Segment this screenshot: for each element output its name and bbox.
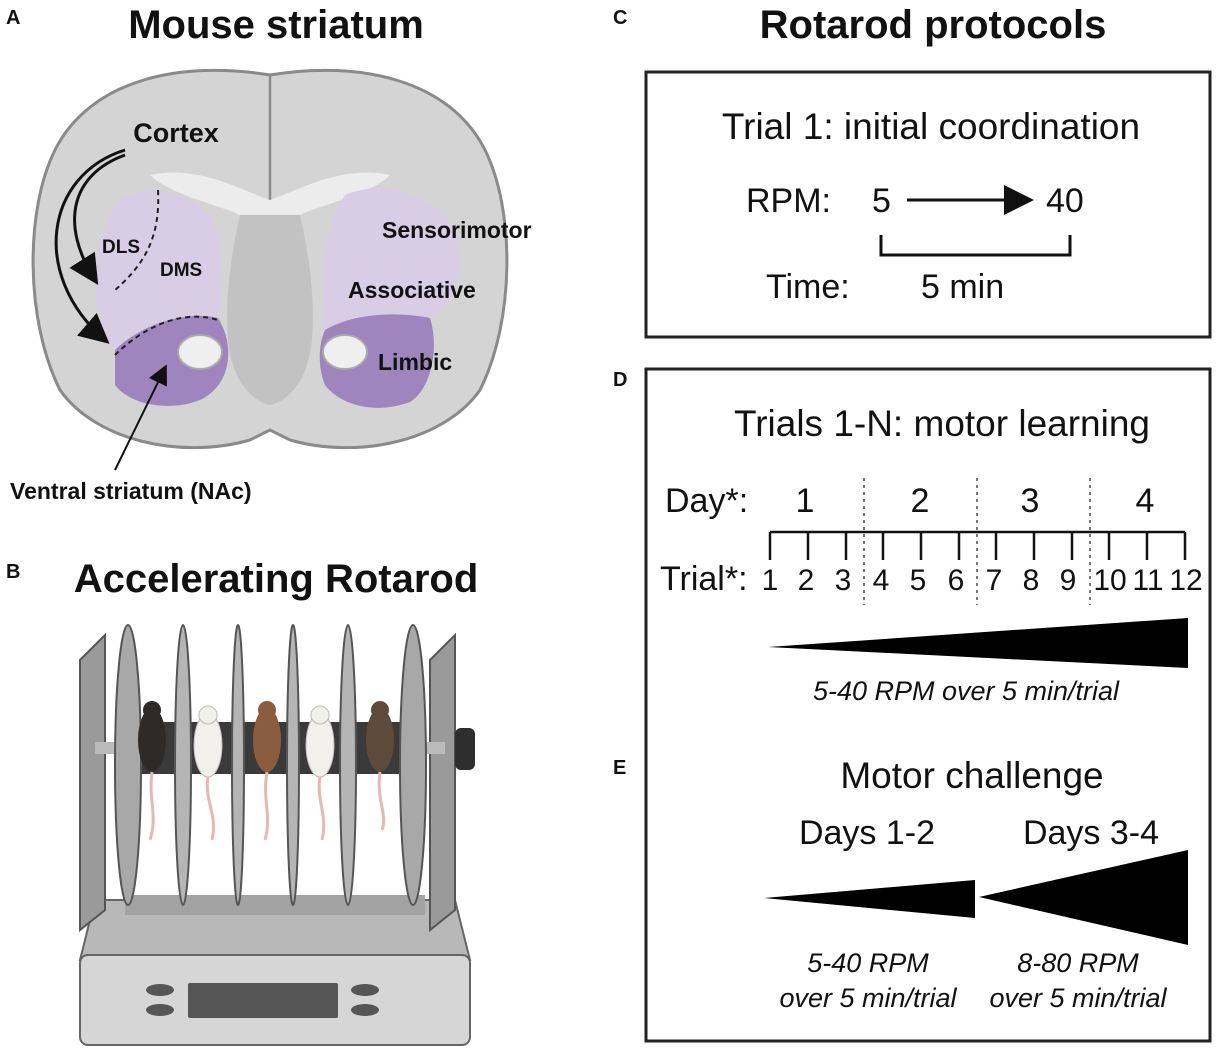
left-caption-line-1: 5-40 RPM: [807, 948, 929, 978]
cortex-arrow-ventral: [54, 148, 126, 344]
panel-de-box: [644, 367, 1212, 1043]
trial-7: 7: [986, 564, 1003, 597]
trial-4: 4: [873, 564, 890, 597]
time-value: 5 min: [921, 268, 1004, 306]
septum: [227, 215, 313, 405]
mouse-5: [366, 701, 394, 831]
ventral-striatum-label: Ventral striatum (NAc): [10, 478, 252, 504]
day-label: Day*:: [665, 482, 748, 520]
divider-1: [114, 624, 142, 906]
day-3: 3: [1021, 482, 1040, 520]
rotarod-machine: [78, 624, 475, 1046]
panel-d: D Trials 1-N: motor learning Day*: 1 2 3…: [613, 369, 1203, 706]
right-striatum-dorsal: [322, 188, 459, 335]
rpm-end: 40: [1046, 182, 1084, 220]
brain-section: [31, 68, 509, 471]
trial-numbers: 1 2 3 4 5 6 7 8 9 10 11 12: [762, 564, 1203, 597]
mouse-4: [305, 705, 335, 841]
right-caption-line-1: 8-80 RPM: [1017, 948, 1139, 978]
divider-2: [174, 624, 192, 906]
day-4: 4: [1136, 482, 1155, 520]
time-label: Time:: [766, 268, 850, 306]
panel-d-letter: D: [613, 369, 627, 391]
dls-label: DLS: [102, 237, 140, 258]
panel-e-heading: Motor challenge: [840, 755, 1103, 796]
panel-c-heading: Trial 1: initial coordination: [722, 106, 1140, 147]
acceleration-wedge: [768, 618, 1188, 668]
day-1: 1: [796, 482, 815, 520]
panel-a-letter: A: [6, 7, 20, 29]
trial-6: 6: [948, 564, 965, 597]
trial-11: 11: [1132, 564, 1163, 597]
panel-e: E Motor challenge Days 1-2 Days 3-4 5-40…: [613, 755, 1188, 1013]
panel-c: C Rotarod protocols Trial 1: initial coo…: [613, 3, 1212, 339]
panel-a: A Mouse striatum: [6, 3, 532, 504]
mouse-3: [253, 701, 281, 841]
trial-2: 2: [798, 564, 815, 597]
right-caption-line-2: over 5 min/trial: [989, 983, 1167, 1013]
divider-6: [399, 624, 427, 906]
trial-8: 8: [1023, 564, 1040, 597]
panel-c-title: Rotarod protocols: [760, 3, 1107, 47]
panel-d-caption: 5-40 RPM over 5 min/trial: [813, 676, 1120, 706]
trial-1: 1: [762, 564, 779, 597]
left-striatum-dorsal: [95, 190, 223, 350]
left-wall: [79, 632, 106, 933]
dorsal-ventral-border: [114, 315, 219, 356]
sensorimotor-label: Sensorimotor: [382, 217, 532, 243]
console-button-1: [146, 984, 174, 996]
panel-a-title: Mouse striatum: [128, 3, 424, 47]
trial-10: 10: [1093, 564, 1126, 597]
corpus-callosum: [150, 172, 390, 220]
right-anterior-commissure: [322, 334, 368, 370]
trial-3: 3: [835, 564, 852, 597]
divider-4: [286, 624, 300, 906]
divider-3: [231, 624, 245, 906]
dls-dms-border: [114, 189, 160, 291]
time-bracket: [879, 235, 1072, 257]
days-3-4-label: Days 3-4: [1023, 814, 1159, 852]
trial-ticks: [768, 532, 1187, 560]
left-caption-line-2: over 5 min/trial: [779, 983, 957, 1013]
panel-d-heading: Trials 1-N: motor learning: [734, 403, 1150, 444]
days-1-2-label: Days 1-2: [799, 814, 935, 852]
right-wall: [429, 632, 456, 933]
limbic-label: Limbic: [378, 349, 452, 375]
rpm-start: 5: [872, 182, 891, 220]
mouse-2: [193, 705, 223, 841]
trial-9: 9: [1060, 564, 1077, 597]
lane-floors: [125, 895, 425, 915]
cortex-label: Cortex: [133, 118, 219, 148]
rod-motor: [455, 728, 475, 770]
trial-5: 5: [910, 564, 927, 597]
panel-c-letter: C: [613, 7, 627, 29]
left-anterior-commissure: [177, 334, 223, 370]
trial-12: 12: [1169, 564, 1202, 597]
nac-arrow: [114, 364, 167, 471]
panel-b: B Accelerating Rotarod: [6, 557, 479, 1046]
panel-b-title: Accelerating Rotarod: [74, 557, 479, 601]
console-button-2: [146, 1004, 174, 1016]
console-button-4: [351, 1004, 379, 1016]
trial-label: Trial*:: [660, 560, 748, 598]
machine-display: [188, 983, 338, 1018]
day-2: 2: [911, 482, 930, 520]
panel-c-box: [644, 70, 1212, 339]
rpm-label: RPM:: [746, 182, 831, 220]
console-button-3: [351, 984, 379, 996]
panel-e-letter: E: [613, 757, 626, 779]
associative-label: Associative: [348, 277, 476, 303]
challenge-wedge-1: [764, 880, 975, 918]
challenge-wedge-2: [979, 850, 1188, 945]
divider-5: [339, 624, 357, 906]
dms-label: DMS: [160, 260, 202, 281]
panel-b-letter: B: [6, 561, 20, 583]
mouse-1: [138, 701, 166, 841]
cortex-arrow-dls: [69, 153, 126, 286]
